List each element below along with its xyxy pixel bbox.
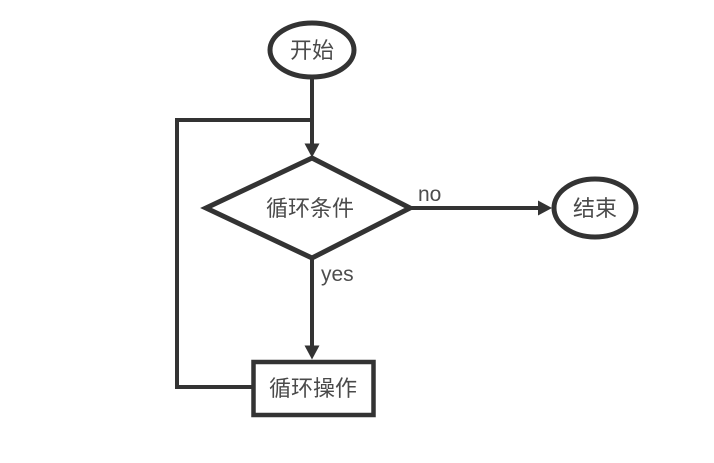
node-operation-label: 循环操作	[269, 376, 357, 401]
edge-loopback-line	[175, 118, 312, 389]
arrowhead-down-icon	[304, 345, 320, 360]
node-end: 结束	[551, 176, 639, 240]
edge-label-no: no	[418, 183, 441, 206]
edge-label-yes: yes	[321, 263, 354, 286]
node-condition-label: 循环条件	[266, 196, 354, 221]
node-end-label: 结束	[573, 196, 617, 221]
node-condition: 循环条件	[200, 155, 416, 261]
arrowhead-right-icon	[538, 200, 552, 216]
end-ellipse-shape	[551, 176, 639, 240]
node-operation: 循环操作	[251, 359, 376, 418]
edge-loopback	[175, 118, 312, 389]
condition-diamond-shape	[200, 155, 416, 261]
edge-condition-to-operation: yes	[304, 258, 354, 360]
arrowhead-down-icon	[304, 143, 320, 158]
node-start-label: 开始	[290, 38, 334, 63]
edge-start-to-condition	[304, 77, 320, 158]
edge-condition-to-end: no	[409, 183, 552, 216]
start-ellipse-shape	[267, 20, 357, 80]
operation-rect-shape	[251, 359, 376, 418]
node-start: 开始	[267, 20, 357, 80]
